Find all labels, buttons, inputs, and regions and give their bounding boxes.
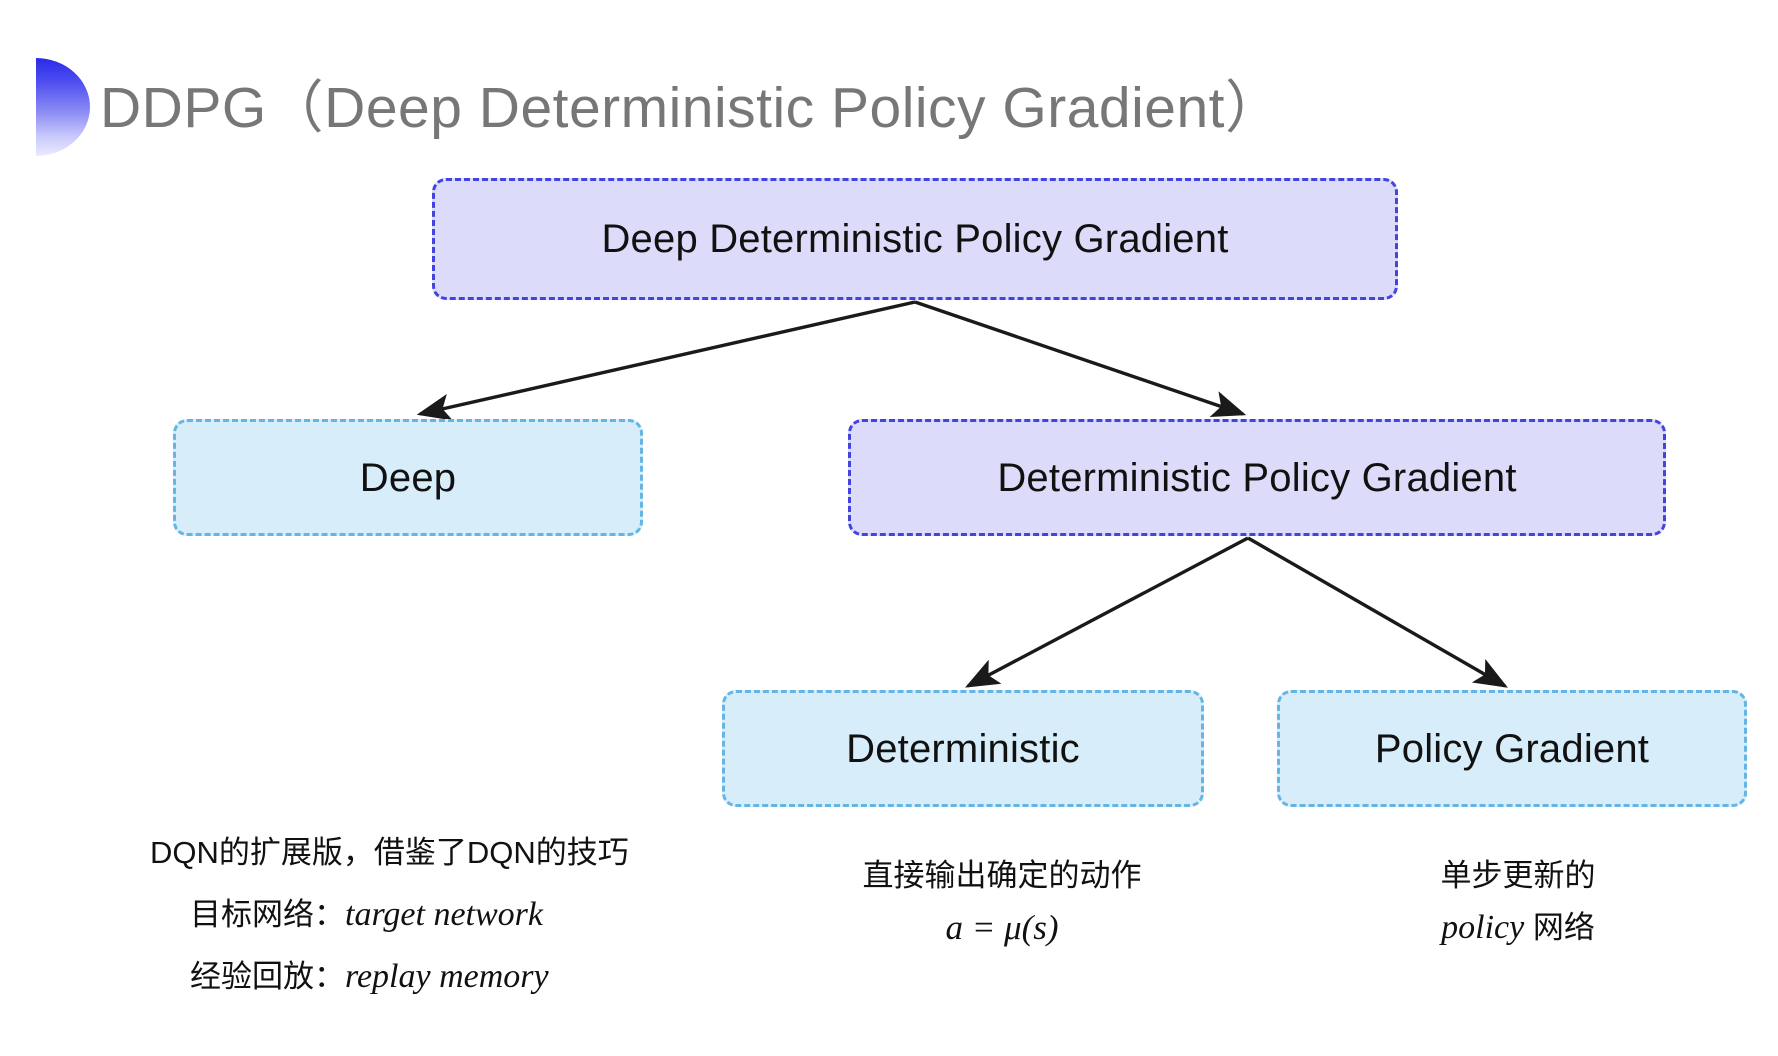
page-title: DDPG（Deep Deterministic Policy Gradient） — [100, 76, 1283, 140]
caption-policy-gradient-suffix: 网络 — [1524, 910, 1595, 945]
node-deterministic[interactable]: Deterministic — [722, 690, 1204, 807]
node-label: Policy Gradient — [1374, 726, 1650, 771]
caption-deep-line-3-term: replay memory — [345, 958, 549, 995]
caption-policy-gradient-line-2: policy 网络 — [1383, 902, 1653, 954]
caption-deep: DQN的扩展版，借鉴了DQN的技巧 目标网络：target network 经验… — [150, 822, 629, 1008]
caption-policy-gradient-line-1: 单步更新的 — [1440, 858, 1596, 893]
caption-deep-line-1: DQN的扩展版，借鉴了DQN的技巧 — [150, 835, 629, 870]
node-label: Deterministic Policy Gradient — [997, 455, 1517, 500]
decorative-half-disc-icon — [36, 58, 90, 156]
node-deep-deterministic-policy-gradient[interactable]: Deep Deterministic Policy Gradient — [432, 178, 1398, 300]
edge-dpg-to-policy-gradient — [1247, 536, 1508, 688]
node-policy-gradient[interactable]: Policy Gradient — [1277, 690, 1747, 807]
caption-deterministic: 直接输出确定的动作 a = μ(s) — [847, 850, 1157, 954]
node-deterministic-policy-gradient[interactable]: Deterministic Policy Gradient — [848, 419, 1666, 536]
node-label: Deep Deterministic Policy Gradient — [601, 217, 1229, 261]
caption-deep-line-2-label: 目标网络： — [190, 897, 345, 932]
caption-deep-line-2: 目标网络：target network — [150, 884, 629, 946]
node-label: Deterministic — [846, 726, 1080, 771]
caption-deep-line-3: 经验回放：replay memory — [150, 946, 629, 1008]
caption-deterministic-line-1: 直接输出确定的动作 — [862, 858, 1142, 893]
edge-dpg-to-deterministic — [964, 536, 1249, 688]
caption-deep-line-3-label: 经验回放： — [190, 959, 345, 994]
caption-deep-line-2-term: target network — [345, 896, 543, 933]
caption-deterministic-formula: a = μ(s) — [945, 908, 1059, 947]
node-label: Deep — [359, 455, 457, 500]
caption-policy-gradient: 单步更新的 policy 网络 — [1383, 850, 1653, 954]
edge-root-to-dpg — [914, 300, 1247, 417]
edge-root-to-deep — [416, 300, 916, 421]
node-deep[interactable]: Deep — [173, 419, 643, 536]
caption-policy-gradient-term: policy — [1441, 909, 1525, 946]
